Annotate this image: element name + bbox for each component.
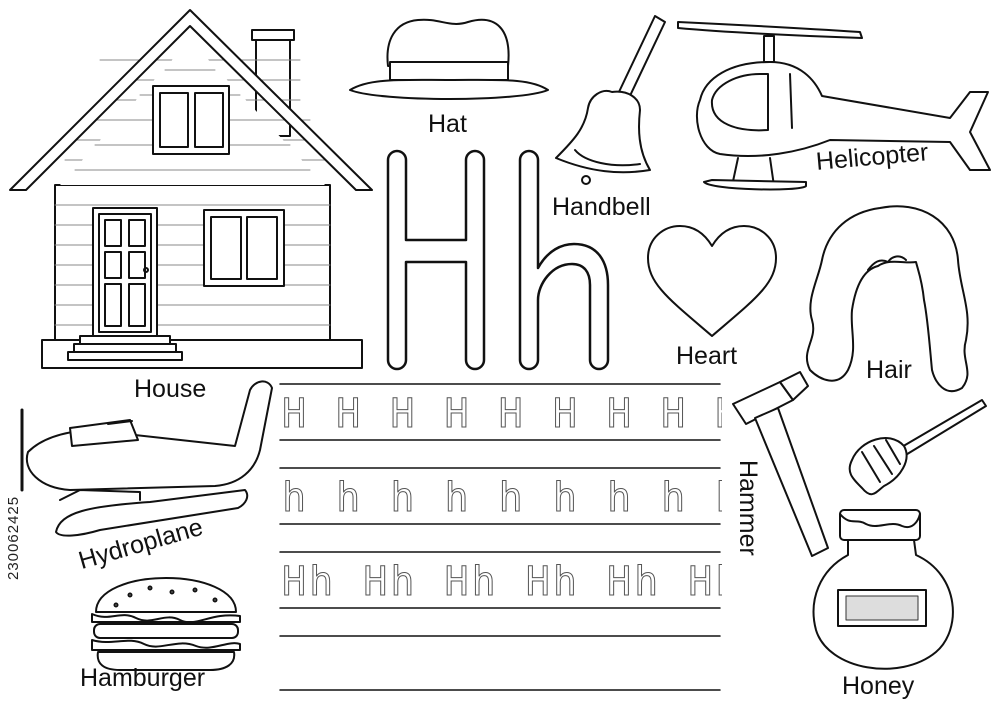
honey-jar-illustration	[812, 509, 954, 670]
label-heart: Heart	[676, 342, 738, 370]
label-honey: Honey	[842, 672, 915, 700]
big-letters-hh	[386, 149, 610, 371]
handbell-illustration	[555, 15, 666, 185]
trace-row-uppercase: H H H H H H H H H	[282, 392, 722, 436]
honey-dipper-illustration	[848, 399, 987, 496]
hydroplane-illustration	[20, 380, 273, 537]
hat-illustration	[349, 18, 549, 100]
label-hamburger: Hamburger	[80, 664, 206, 692]
label-hat: Hat	[428, 110, 467, 138]
hamburger-illustration	[91, 577, 241, 671]
helicopter-illustration	[677, 21, 991, 191]
hair-illustration	[805, 205, 969, 393]
trace-row-mixed: Hh Hh Hh Hh Hh Hh Hh Hh	[282, 560, 722, 604]
house-illustration	[9, 9, 373, 369]
trace-row-lowercase: h h h h h h h h h	[282, 476, 722, 520]
label-house: House	[134, 375, 207, 403]
label-hair: Hair	[866, 356, 912, 384]
label-hammer: Hammer	[734, 460, 762, 556]
heart-illustration	[647, 225, 777, 337]
tracing-lines	[279, 383, 721, 691]
stock-image-id: 230062425	[5, 495, 22, 580]
hammer-illustration	[732, 371, 829, 557]
label-handbell: Handbell	[552, 193, 651, 221]
